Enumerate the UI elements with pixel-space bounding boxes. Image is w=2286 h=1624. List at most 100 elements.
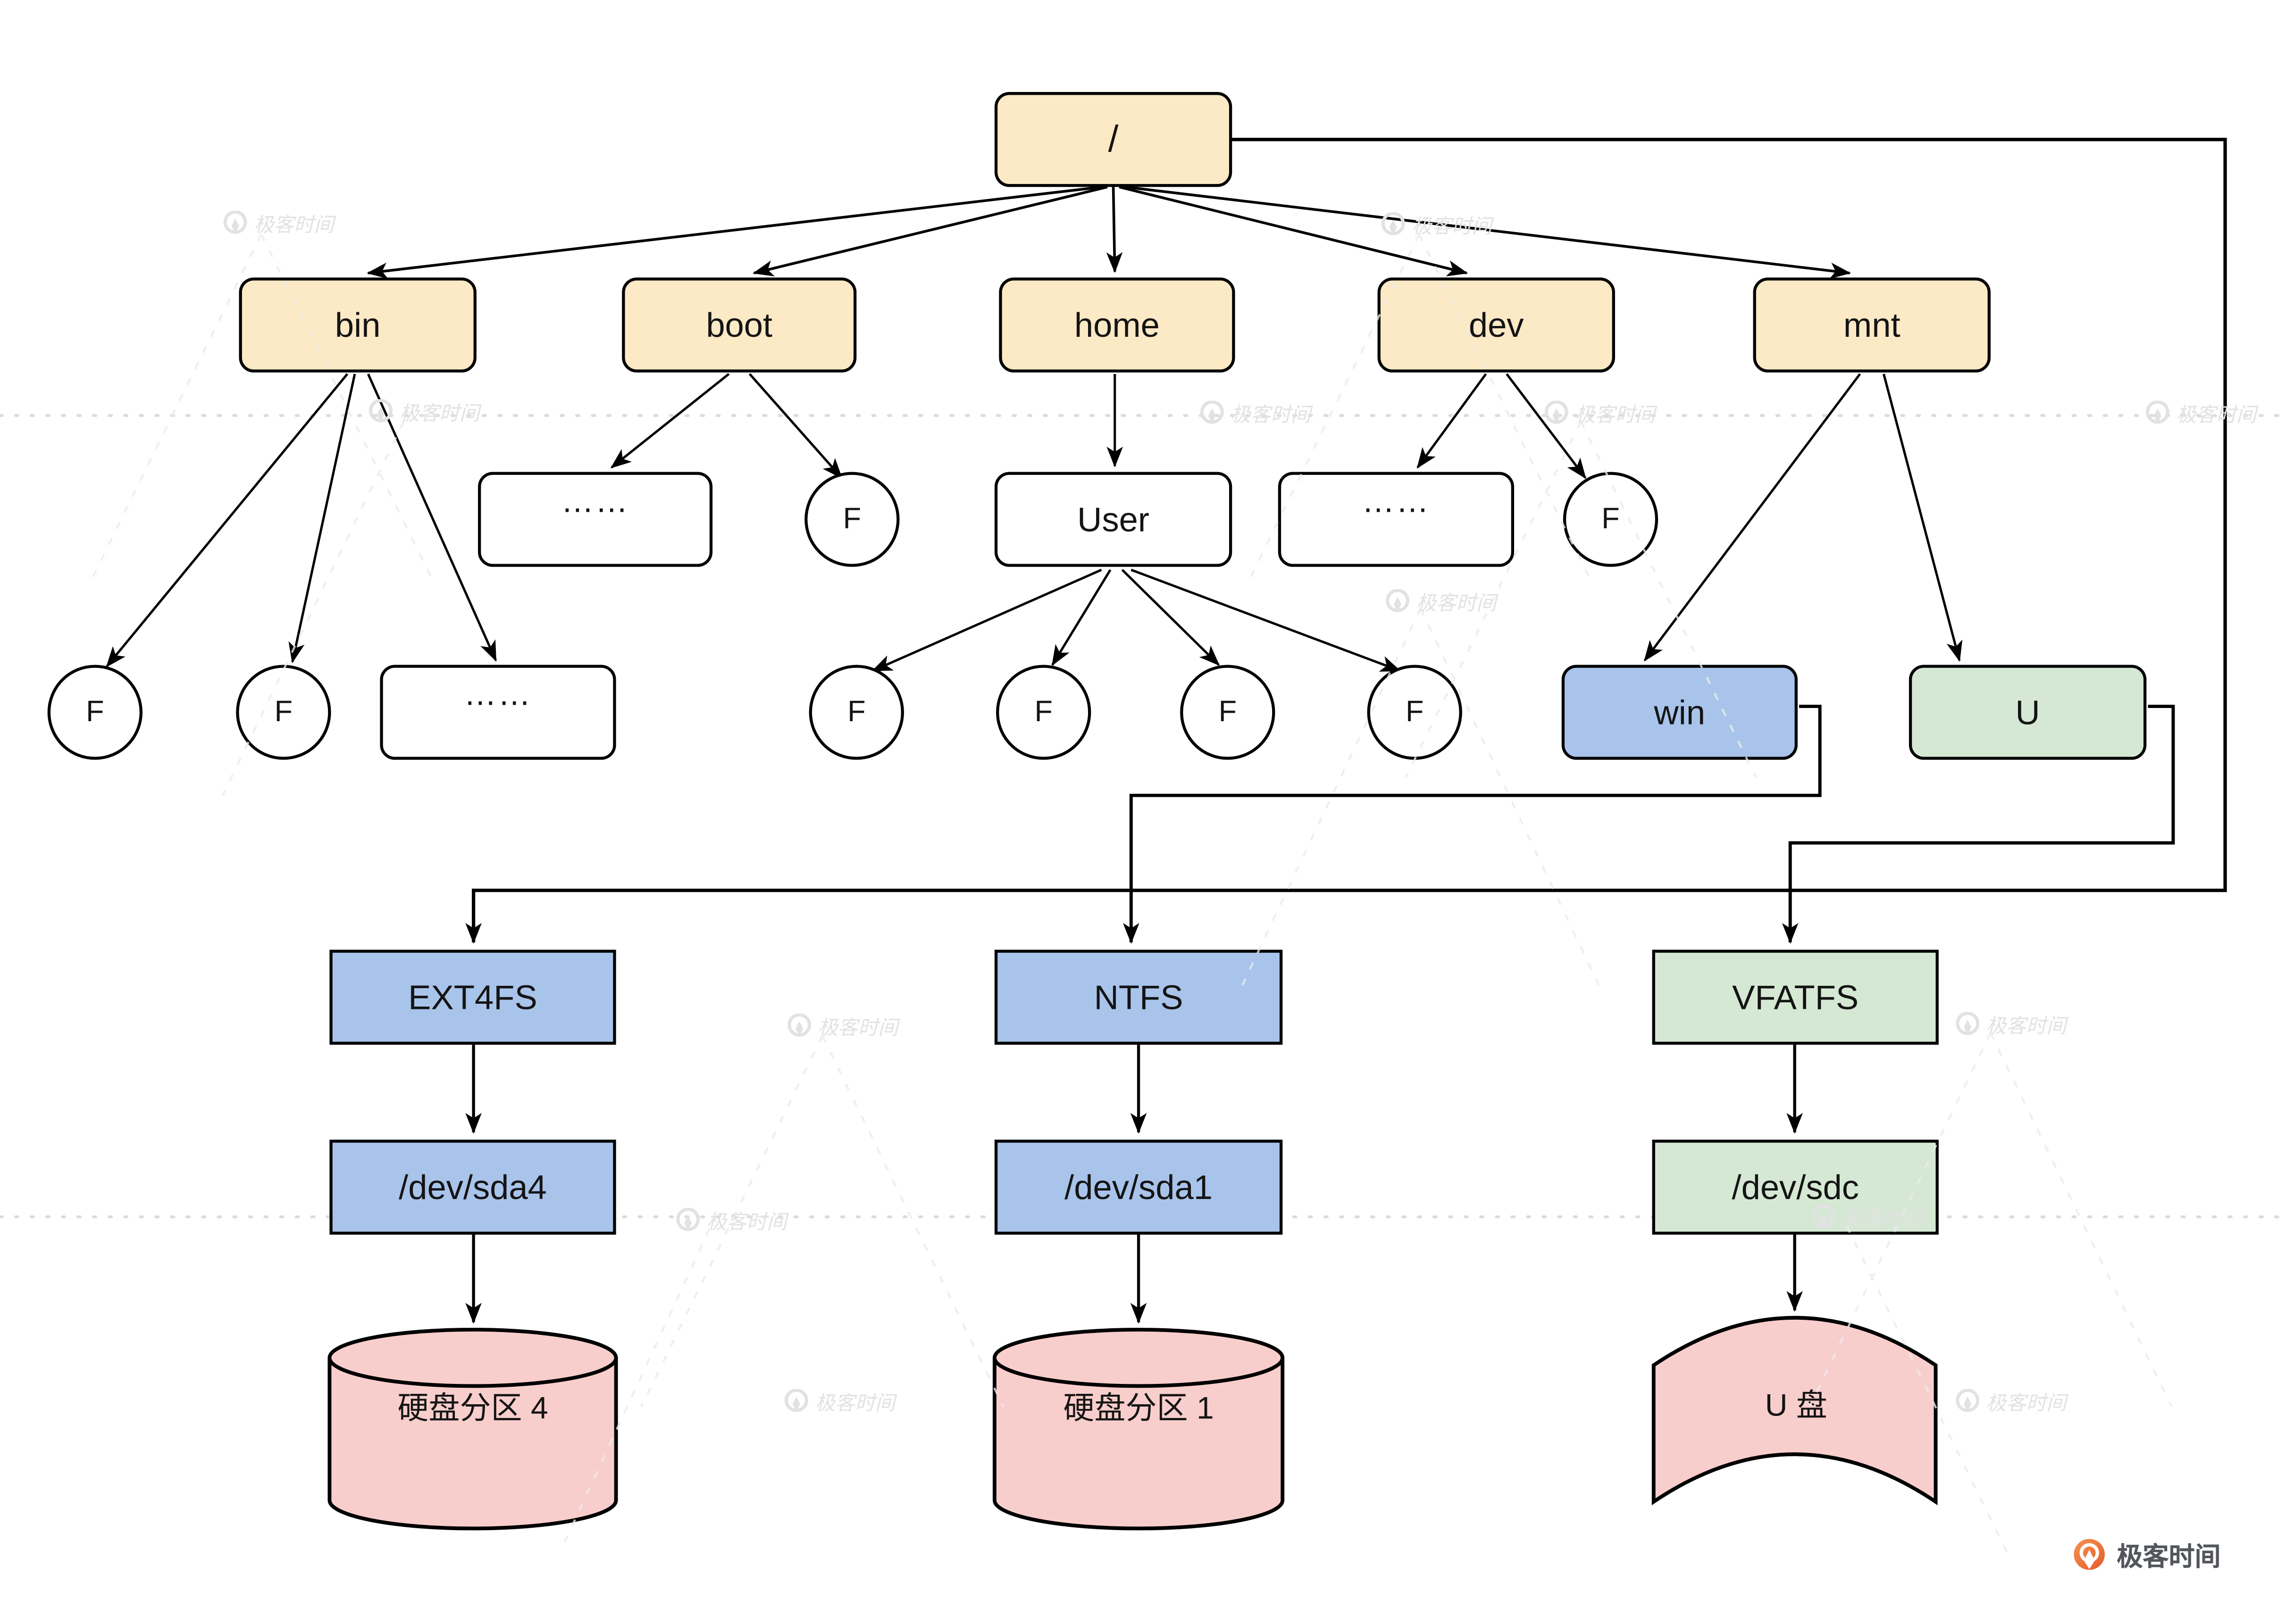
node-dev-sda4: /dev/sda4 [329, 1140, 616, 1235]
node-root: / [994, 92, 1232, 187]
disk-partition-4-label: 硬盘分区 4 [397, 1392, 548, 1426]
node-dev-sdc: /dev/sdc [1652, 1140, 1939, 1235]
node-bin-label: bin [335, 305, 381, 344]
geektime-logo-icon [1956, 1011, 1980, 1035]
node-dev-sdc-label: /dev/sdc [1732, 1167, 1859, 1206]
node-dev-sda4-label: /dev/sda4 [399, 1167, 547, 1206]
node-ext4fs: EXT4FS [329, 949, 616, 1045]
ellipsis-dots: …… [1362, 482, 1431, 520]
watermark: 极客时间 [675, 1205, 787, 1235]
node-dev: dev [1377, 277, 1615, 373]
edge-root-bin [367, 185, 1102, 279]
edge-dev-f [1506, 373, 1587, 479]
geektime-logo-icon [369, 398, 393, 422]
node-boot: boot [622, 277, 857, 373]
node-dev-label: dev [1468, 305, 1524, 344]
edge-root-boot [753, 185, 1108, 277]
disk-partition-1-cylinder [992, 1327, 1285, 1531]
node-bin-file-2: F [236, 665, 331, 760]
edge-user-f4 [1130, 568, 1401, 672]
geektime-logo-icon [787, 1013, 812, 1036]
geektime-logo-icon [785, 1388, 808, 1412]
node-mnt-label: mnt [1843, 305, 1901, 344]
geektime-logo-icon [2074, 1539, 2105, 1570]
edge-root-dev [1119, 185, 1468, 276]
geektime-logo-icon [1956, 1388, 1980, 1412]
watermark-text: 极客时间 [1231, 403, 1311, 426]
disk-partition-4-cylinder [327, 1327, 618, 1531]
ellipsis-dots: …… [464, 675, 532, 713]
edge-mnt-win [1643, 373, 1861, 662]
watermark-text: 极客时间 [253, 214, 334, 236]
node-bin-file-1: F [47, 665, 143, 760]
node-dev-file: F [1563, 472, 1658, 567]
watermark-text: 极客时间 [815, 1392, 896, 1415]
node-boot-label: boot [706, 305, 773, 344]
node-user-file-2: F [996, 665, 1091, 760]
geektime-logo-icon [2145, 400, 2169, 423]
edge-mnt-u [1882, 374, 1963, 662]
node-user-label: User [1077, 499, 1149, 538]
edge-bin-f2 [288, 374, 356, 664]
geektime-logo-icon [1381, 211, 1405, 235]
node-dev-ellipsis: …… [1278, 472, 1515, 567]
file-label: F [847, 696, 866, 729]
ellipsis-label: …… [1362, 484, 1431, 527]
node-win: win [1561, 665, 1798, 760]
node-bin: bin [239, 277, 477, 373]
file-label: F [1034, 696, 1053, 729]
brand-text: 极客时间 [2117, 1541, 2221, 1572]
node-boot-file: F [804, 472, 900, 567]
usb-drive-label: U 盘 [1765, 1389, 1827, 1424]
file-label: F [1601, 503, 1620, 536]
watermark: 极客时间 [1955, 1009, 2066, 1039]
edge-user-f3 [1121, 569, 1220, 666]
node-root-label: / [1108, 118, 1119, 160]
geektime-logo-icon [676, 1207, 700, 1231]
geektime-logo-icon [1200, 400, 1224, 423]
node-user-file-3: F [1180, 665, 1275, 760]
edge-root-mnt [1125, 185, 1851, 279]
node-home: home [999, 277, 1235, 373]
watermark-text: 极客时间 [2176, 403, 2257, 426]
watermark: 极客时间 [1955, 1386, 2066, 1416]
watermark: 极客时间 [223, 208, 334, 237]
watermark: 极客时间 [2145, 398, 2256, 427]
watermark-text: 极客时间 [1986, 1015, 2067, 1038]
edge-boot-f [748, 373, 843, 479]
node-u-label: U [2015, 692, 2040, 731]
watermark-text: 极客时间 [399, 402, 480, 425]
ellipsis-label: …… [464, 677, 532, 720]
disk-partition-1-label: 硬盘分区 1 [1063, 1392, 1214, 1426]
file-label: F [843, 503, 862, 536]
geektime-logo-icon [1544, 400, 1568, 423]
edge-bin-more [367, 373, 497, 662]
ellipsis-label: …… [561, 484, 629, 527]
file-label: F [86, 696, 104, 729]
file-label: F [1406, 696, 1424, 729]
node-vfatfs-label: VFATFS [1732, 977, 1859, 1016]
watermark: 极客时间 [1544, 398, 1655, 427]
edge-user-f1 [871, 568, 1102, 672]
watermark-text: 极客时间 [1575, 403, 1655, 426]
node-ext4fs-label: EXT4FS [408, 977, 537, 1016]
edge-dev-more [1416, 373, 1487, 469]
watermark-text: 极客时间 [1411, 215, 1492, 238]
node-user-file-1: F [809, 665, 904, 760]
file-label: F [274, 696, 293, 729]
edge-user-f2 [1051, 569, 1112, 666]
node-user-file-4: F [1367, 665, 1462, 760]
node-home-label: home [1074, 305, 1160, 344]
edge-bin-f1 [106, 373, 349, 668]
watermark-text: 极客时间 [706, 1211, 787, 1233]
watermark: 极客时间 [368, 396, 479, 426]
node-boot-ellipsis: …… [478, 472, 713, 567]
ellipsis-dots: …… [561, 482, 629, 520]
node-ntfs: NTFS [994, 949, 1283, 1045]
geektime-logo-icon [1386, 588, 1409, 612]
file-label: F [1218, 696, 1237, 729]
node-dev-sda1: /dev/sda1 [994, 1140, 1283, 1235]
